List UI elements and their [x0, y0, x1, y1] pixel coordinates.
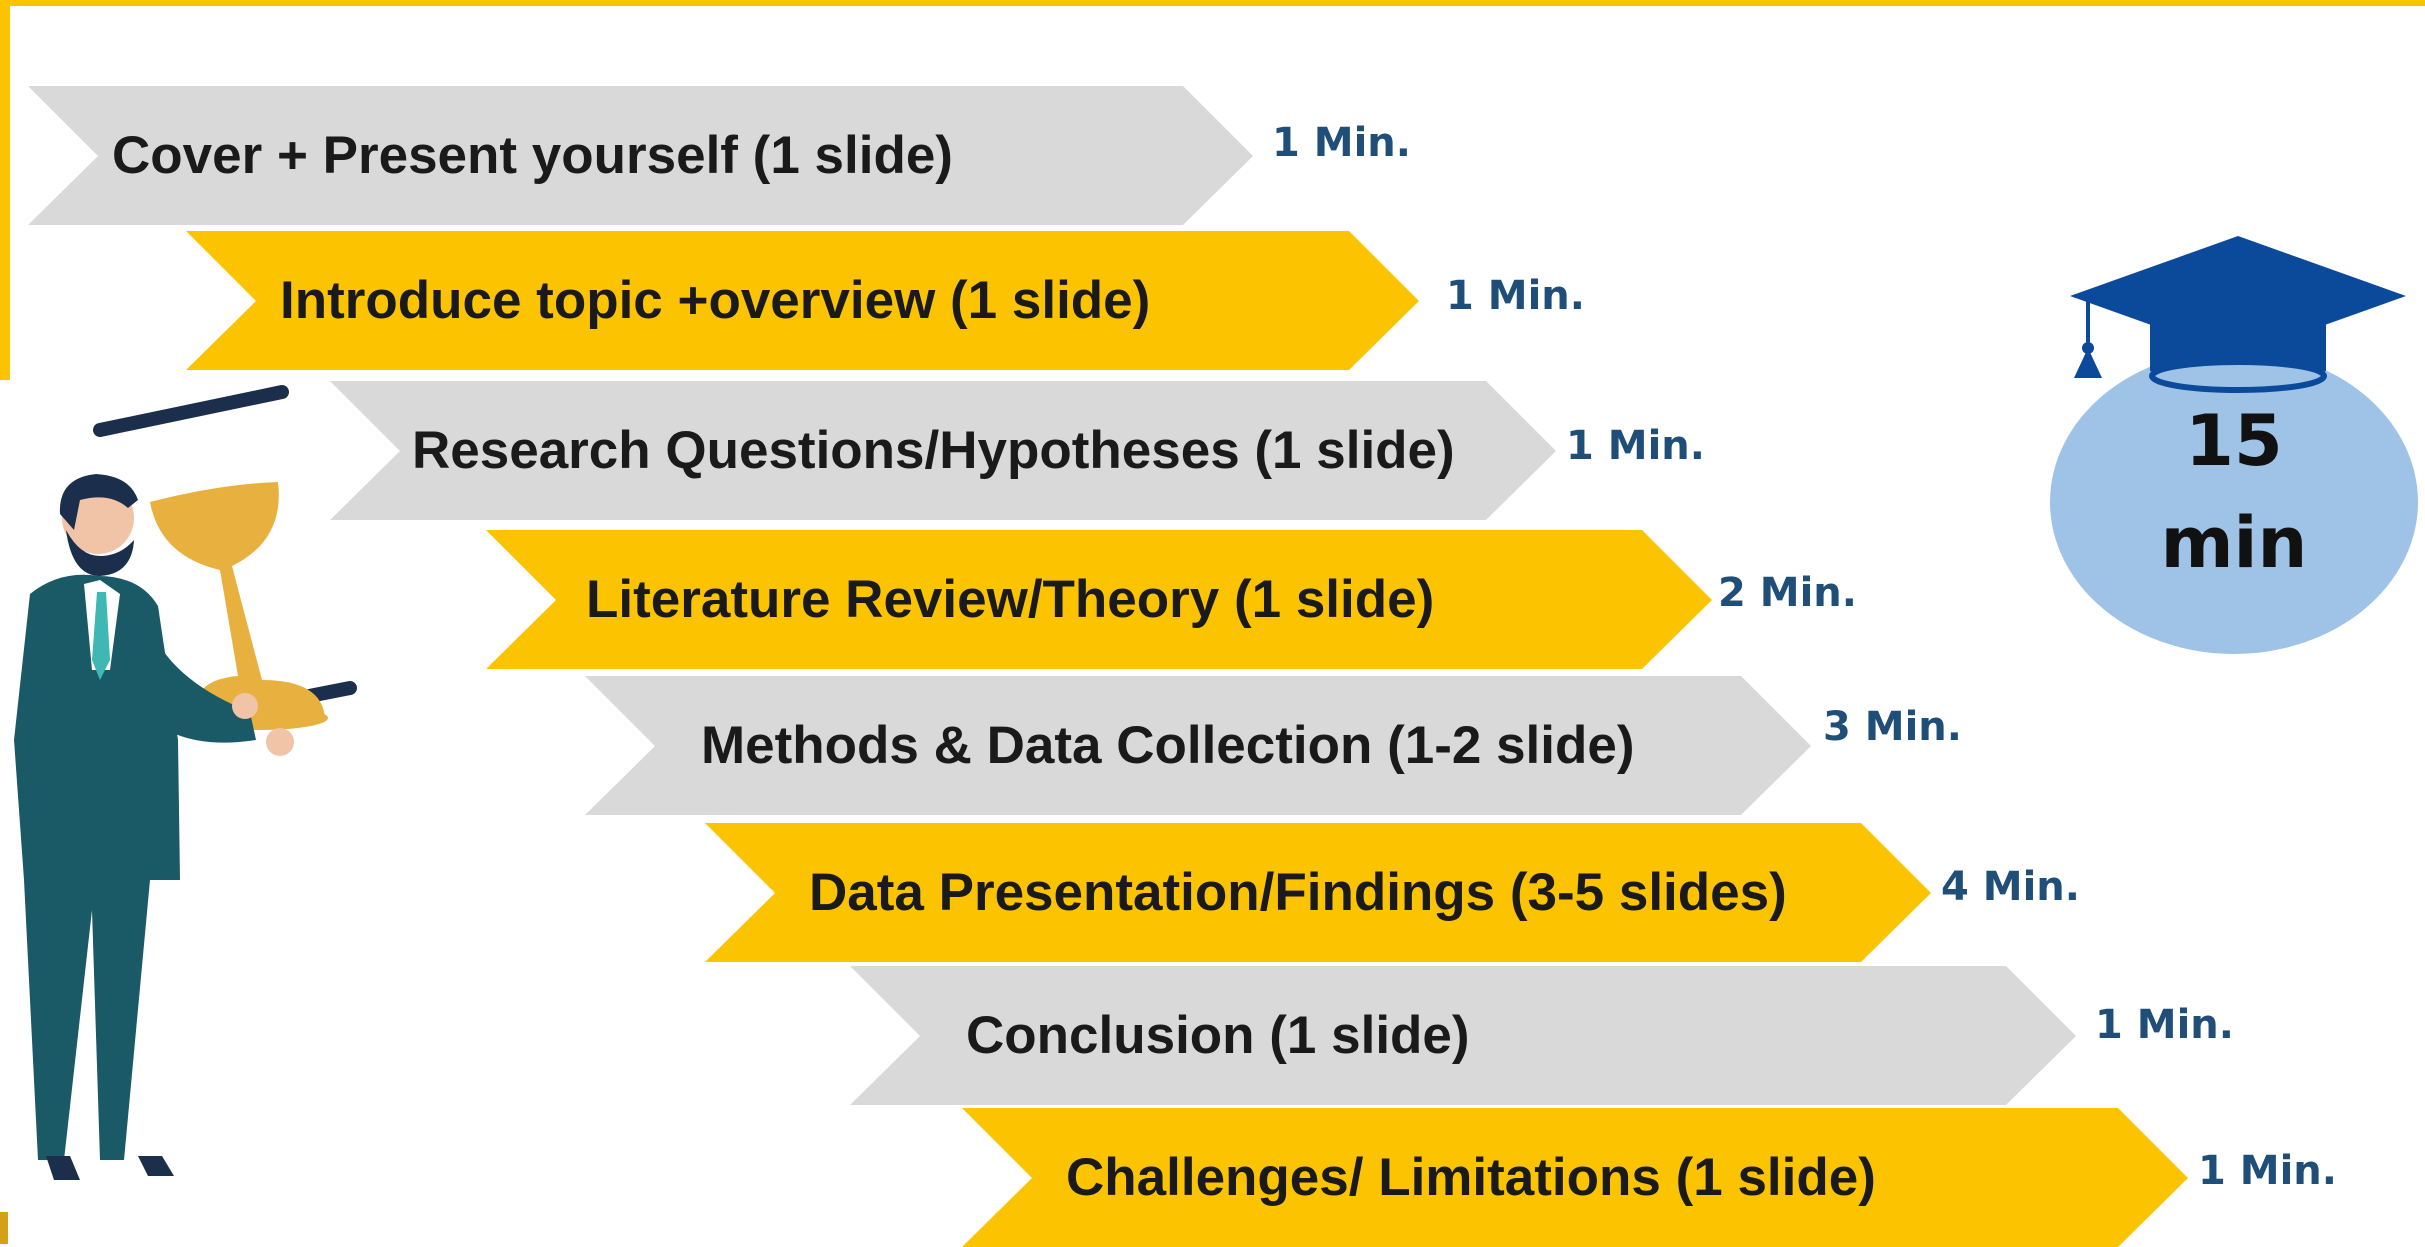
total-value: 15 — [2185, 400, 2283, 482]
step-duration: 3 Min. — [1823, 704, 1962, 750]
step-duration: 2 Min. — [1718, 570, 1857, 616]
step-research-questions: Research Questions/Hypotheses (1 slide) — [330, 381, 1556, 520]
step-challenges: Challenges/ Limitations (1 slide) — [962, 1108, 2188, 1247]
step-chevron — [705, 823, 1931, 962]
step-duration: 4 Min. — [1941, 864, 2080, 910]
corner-mark — [0, 1212, 8, 1244]
step-chevron — [186, 231, 1419, 370]
step-duration: 1 Min. — [1446, 273, 1585, 319]
step-chevron — [486, 530, 1712, 669]
total-unit: min — [2160, 502, 2308, 584]
step-label: Conclusion (1 slide) — [966, 1006, 1470, 1065]
step-chevron — [585, 676, 1811, 815]
step-duration: 1 Min. — [2095, 1002, 2234, 1048]
step-duration: 1 Min. — [2198, 1148, 2337, 1194]
total-time-badge: 15 min — [2050, 350, 2418, 654]
step-chevron — [330, 381, 1556, 520]
step-label: Challenges/ Limitations (1 slide) — [1066, 1148, 1876, 1207]
step-conclusion: Conclusion (1 slide) — [850, 966, 2076, 1105]
step-chevron — [850, 966, 2076, 1105]
badge-circle — [2050, 350, 2418, 654]
step-duration: 1 Min. — [1566, 423, 1705, 469]
step-chevron — [28, 86, 1253, 225]
graduation-cap-icon — [2070, 236, 2406, 393]
step-label: Methods & Data Collection (1-2 slide) — [701, 716, 1635, 775]
step-literature-review: Literature Review/Theory (1 slide) — [486, 530, 1712, 669]
step-cover: Cover + Present yourself (1 slide) — [28, 86, 1253, 225]
step-methods: Methods & Data Collection (1-2 slide) — [585, 676, 1811, 815]
step-chevron — [962, 1108, 2188, 1247]
step-label: Research Questions/Hypotheses (1 slide) — [412, 421, 1455, 480]
top-border — [0, 0, 2425, 6]
step-introduce-topic: Introduce topic +overview (1 slide) — [186, 231, 1419, 370]
step-data-presentation: Data Presentation/Findings (3-5 slides) — [705, 823, 1931, 962]
businessman-hourglass-illustration — [14, 385, 357, 1180]
step-duration: 1 Min. — [1272, 120, 1411, 166]
step-label: Cover + Present yourself (1 slide) — [112, 126, 953, 185]
step-label: Literature Review/Theory (1 slide) — [586, 570, 1435, 629]
left-border — [0, 0, 10, 380]
step-label: Data Presentation/Findings (3-5 slides) — [809, 863, 1787, 922]
step-label: Introduce topic +overview (1 slide) — [280, 271, 1151, 330]
